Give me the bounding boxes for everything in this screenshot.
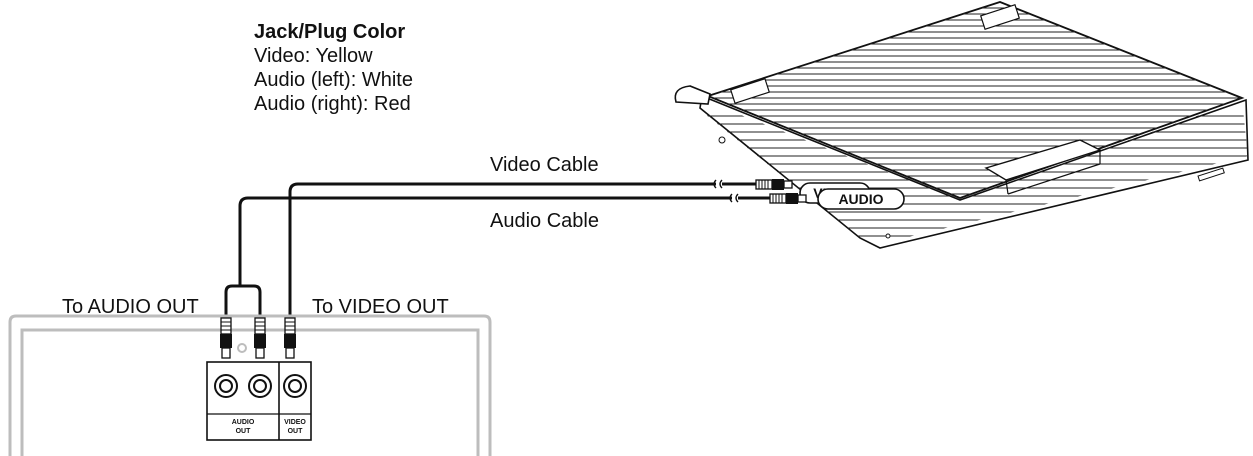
laptop-illustration — [674, 1, 1249, 249]
video-jack — [283, 374, 307, 398]
audio-out-panel-label: AUDIO — [232, 419, 255, 426]
audio-left-jack — [214, 374, 238, 398]
audio-right-plug — [254, 317, 266, 359]
legend-video-color: Video: Yellow — [254, 45, 373, 67]
to-video-out-label: To VIDEO OUT — [312, 296, 449, 318]
legend-audio-left-color: Audio (left): White — [254, 69, 413, 91]
legend-title: Jack/Plug Color — [254, 21, 406, 43]
audio-port-label-text: AUDIO — [838, 191, 883, 207]
jack-panel: AUDIO OUT VIDEO OUT — [206, 361, 312, 441]
jack-plug-color-legend: Jack/Plug Color Video: Yellow Audio (lef… — [254, 20, 413, 116]
legend-audio-right-color: Audio (right): Red — [254, 93, 411, 115]
video-cable-label: Video Cable — [490, 154, 599, 176]
audio-out-panel-label-2: OUT — [236, 428, 252, 435]
laptop-audio-port-label: AUDIO — [817, 188, 905, 210]
video-out-panel-label-2: OUT — [288, 428, 304, 435]
audio-left-plug — [220, 317, 232, 359]
audio-cable-label: Audio Cable — [490, 210, 599, 232]
audio-right-jack — [248, 374, 272, 398]
audio-cable — [224, 193, 770, 318]
video-out-panel-label: VIDEO — [284, 419, 306, 426]
audio-cable-laptop-plug — [769, 193, 807, 204]
video-cable-laptop-plug — [755, 179, 793, 190]
to-audio-out-label: To AUDIO OUT — [62, 296, 199, 318]
video-plug — [284, 317, 296, 359]
source-device — [8, 314, 492, 456]
video-cable — [288, 179, 756, 320]
